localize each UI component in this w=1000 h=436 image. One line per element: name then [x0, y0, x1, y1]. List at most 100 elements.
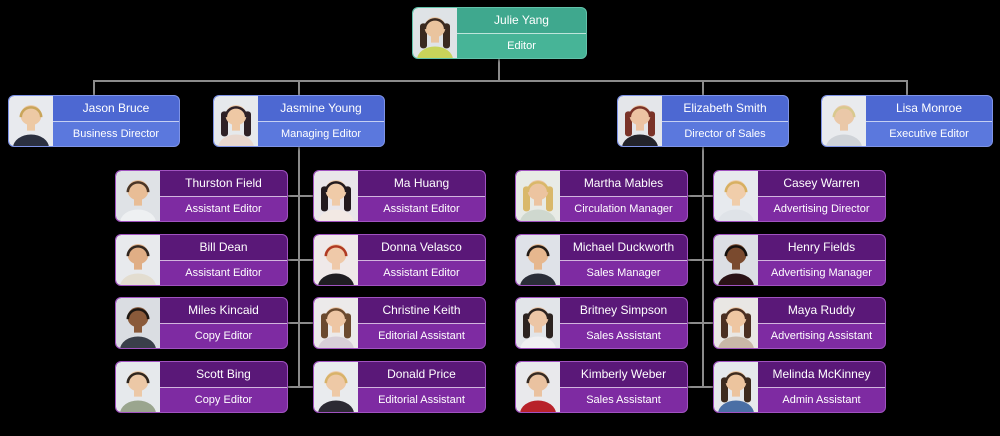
employee-photo — [9, 96, 53, 146]
org-node-jasmine-young[interactable]: Jasmine Young Managing Editor — [213, 95, 385, 147]
org-node-julie-yang[interactable]: Julie Yang Editor — [412, 7, 587, 59]
employee-photo — [714, 298, 758, 348]
employee-photo — [116, 235, 160, 285]
connector-line — [298, 322, 313, 324]
person-name: Henry Fields — [787, 240, 856, 255]
connector-line — [498, 59, 500, 81]
person-title: Copy Editor — [160, 386, 287, 413]
employee-photo — [822, 96, 866, 146]
person-name: Bill Dean — [199, 240, 248, 255]
org-node-henry-fields[interactable]: Henry Fields Advertising Manager — [713, 234, 886, 286]
employee-photo — [714, 235, 758, 285]
person-title: Assistant Editor — [358, 195, 485, 222]
person-name: Christine Keith — [382, 303, 461, 318]
person-name: Jason Bruce — [82, 101, 150, 116]
employee-photo — [714, 171, 758, 221]
connector-line — [288, 322, 300, 324]
org-node-thurston-field[interactable]: Thurston Field Assistant Editor — [115, 170, 288, 222]
person-title: Managing Editor — [258, 120, 384, 147]
connector-line — [298, 386, 313, 388]
org-node-casey-warren[interactable]: Casey Warren Advertising Director — [713, 170, 886, 222]
person-title: Sales Manager — [560, 259, 687, 286]
org-node-maya-ruddy[interactable]: Maya Ruddy Advertising Assistant — [713, 297, 886, 349]
person-title: Circulation Manager — [560, 195, 687, 222]
person-title: Advertising Assistant — [758, 322, 885, 349]
person-name: Thurston Field — [185, 176, 262, 191]
person-name: Casey Warren — [783, 176, 860, 191]
connector-line — [298, 195, 313, 197]
connector-line — [298, 80, 300, 95]
org-node-ma-huang[interactable]: Ma Huang Assistant Editor — [313, 170, 486, 222]
person-title: Assistant Editor — [358, 259, 485, 286]
connector-line — [288, 386, 300, 388]
person-name: Jasmine Young — [280, 101, 362, 116]
person-title: Business Director — [53, 120, 179, 147]
person-name: Michael Duckworth — [572, 240, 675, 255]
org-node-bill-dean[interactable]: Bill Dean Assistant Editor — [115, 234, 288, 286]
connector-line — [702, 147, 704, 388]
person-title: Editorial Assistant — [358, 322, 485, 349]
org-node-lisa-monroe[interactable]: Lisa Monroe Executive Editor — [821, 95, 993, 147]
connector-line — [298, 259, 313, 261]
employee-photo — [116, 362, 160, 412]
org-node-elizabeth-smith[interactable]: Elizabeth Smith Director of Sales — [617, 95, 789, 147]
employee-photo — [413, 8, 457, 58]
connector-line — [288, 195, 300, 197]
person-name: Lisa Monroe — [895, 101, 963, 116]
connector-line — [702, 386, 713, 388]
org-node-britney-simpson[interactable]: Britney Simpson Sales Assistant — [515, 297, 688, 349]
connector-line — [688, 386, 704, 388]
org-node-scott-bing[interactable]: Scott Bing Copy Editor — [115, 361, 288, 413]
person-title: Sales Assistant — [560, 386, 687, 413]
person-name: Kimberly Weber — [580, 367, 667, 382]
person-title: Advertising Manager — [758, 259, 885, 286]
connector-line — [702, 259, 713, 261]
connector-line — [688, 259, 704, 261]
connector-line — [688, 195, 704, 197]
person-name: Britney Simpson — [579, 303, 668, 318]
org-node-christine-keith[interactable]: Christine Keith Editorial Assistant — [313, 297, 486, 349]
employee-photo — [116, 171, 160, 221]
org-node-kimberly-weber[interactable]: Kimberly Weber Sales Assistant — [515, 361, 688, 413]
connector-line — [298, 147, 300, 388]
connector-line — [93, 80, 908, 82]
employee-photo — [314, 362, 358, 412]
person-title: Editor — [457, 32, 586, 59]
person-name: Donald Price — [387, 367, 456, 382]
person-title: Director of Sales — [662, 120, 788, 147]
employee-photo — [516, 235, 560, 285]
org-node-donald-price[interactable]: Donald Price Editorial Assistant — [313, 361, 486, 413]
org-node-martha-mables[interactable]: Martha Mables Circulation Manager — [515, 170, 688, 222]
person-name: Ma Huang — [393, 176, 450, 191]
employee-photo — [314, 235, 358, 285]
person-name: Scott Bing — [196, 367, 251, 382]
person-title: Assistant Editor — [160, 259, 287, 286]
employee-photo — [516, 362, 560, 412]
person-name: Elizabeth Smith — [683, 101, 767, 116]
connector-line — [702, 322, 713, 324]
person-title: Copy Editor — [160, 322, 287, 349]
connector-line — [688, 322, 704, 324]
employee-photo — [116, 298, 160, 348]
connector-line — [93, 80, 95, 95]
employee-photo — [714, 362, 758, 412]
org-node-miles-kincaid[interactable]: Miles Kincaid Copy Editor — [115, 297, 288, 349]
person-title: Assistant Editor — [160, 195, 287, 222]
person-name: Martha Mables — [583, 176, 664, 191]
org-node-donna-velasco[interactable]: Donna Velasco Assistant Editor — [313, 234, 486, 286]
connector-line — [288, 259, 300, 261]
connector-line — [702, 80, 704, 95]
connector-line — [906, 80, 908, 95]
person-name: Julie Yang — [494, 13, 549, 28]
person-title: Sales Assistant — [560, 322, 687, 349]
org-node-michael-duckworth[interactable]: Michael Duckworth Sales Manager — [515, 234, 688, 286]
person-name: Miles Kincaid — [188, 303, 259, 318]
connector-line — [702, 195, 713, 197]
employee-photo — [214, 96, 258, 146]
org-node-jason-bruce[interactable]: Jason Bruce Business Director — [8, 95, 180, 147]
person-title: Editorial Assistant — [358, 386, 485, 413]
employee-photo — [516, 171, 560, 221]
person-name: Maya Ruddy — [787, 303, 856, 318]
org-node-melinda-mckinney[interactable]: Melinda McKinney Admin Assistant — [713, 361, 886, 413]
